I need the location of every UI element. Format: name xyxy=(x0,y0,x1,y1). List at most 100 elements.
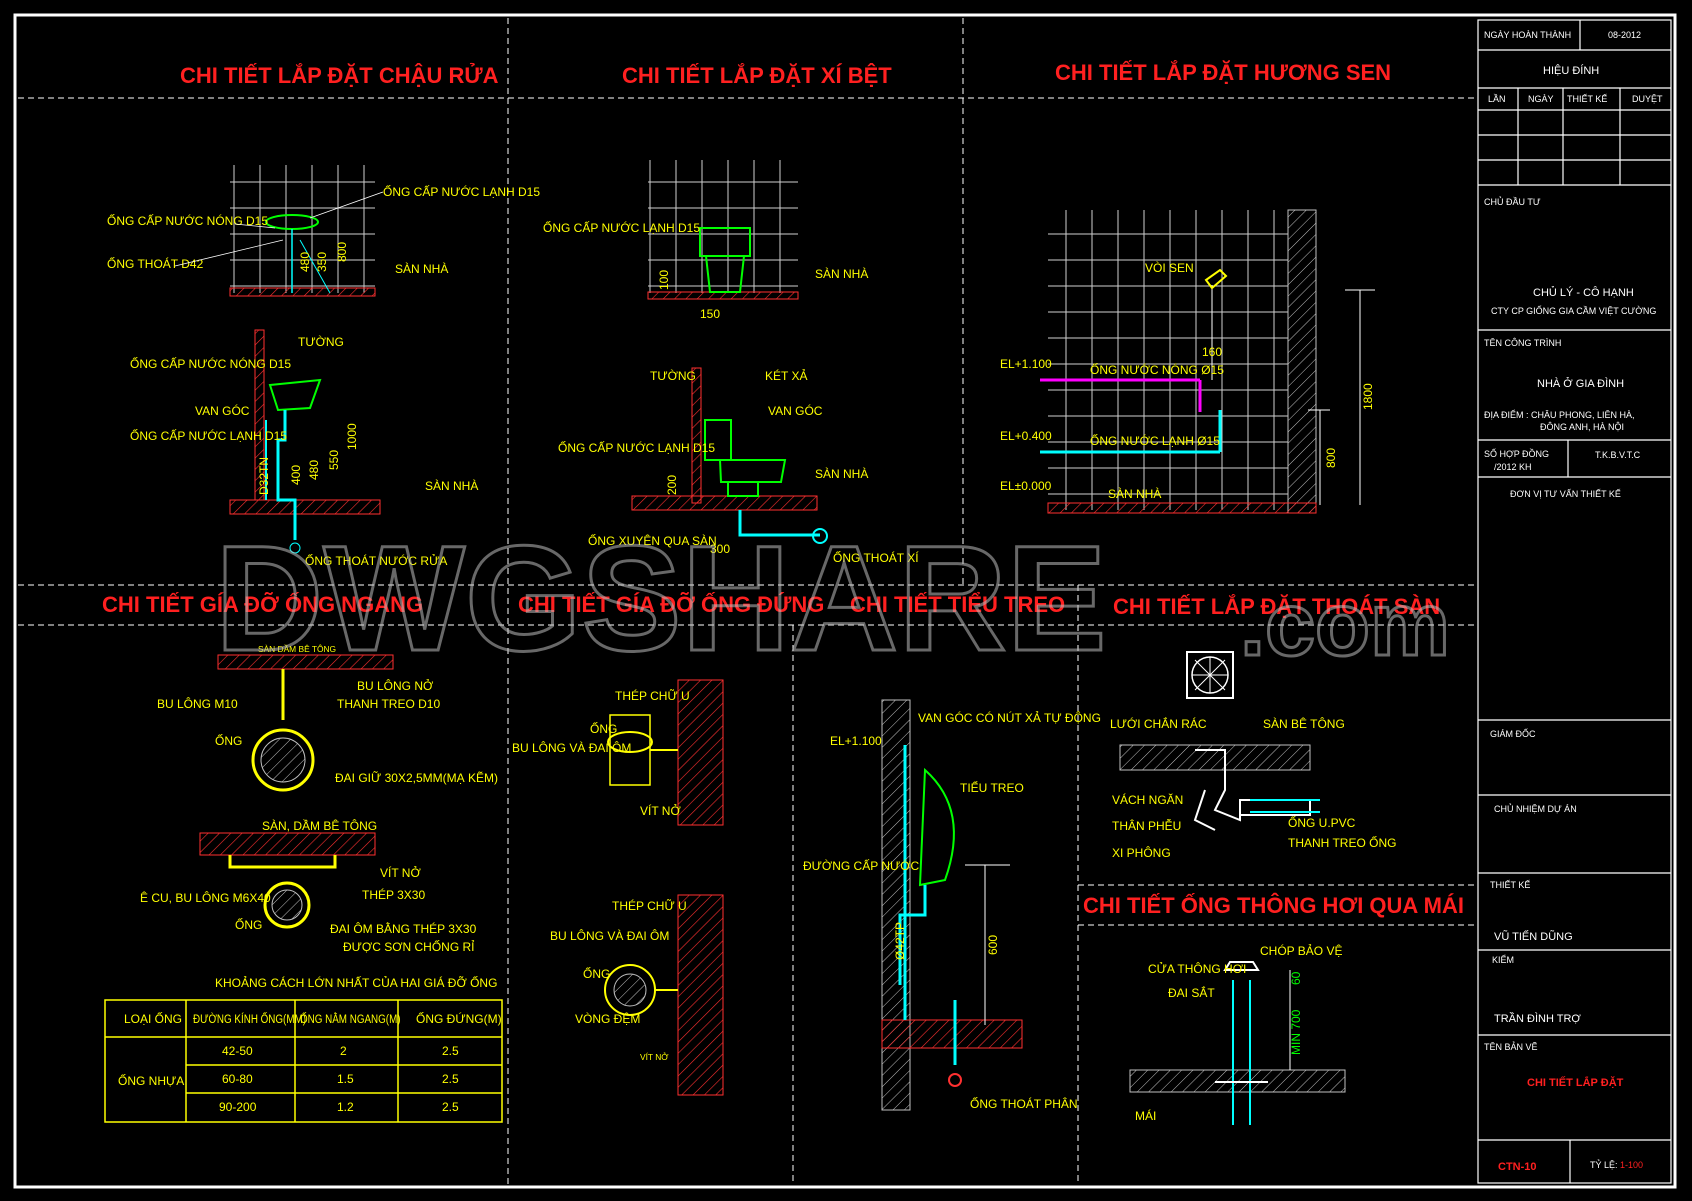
drain-trap-label: XI PHÔNG xyxy=(1112,845,1171,860)
vert-screw-label: VÍT NỞ xyxy=(640,803,681,818)
tb-project-name: NHÀ Ở GIA ĐÌNH xyxy=(1537,377,1624,390)
sheet-border xyxy=(13,13,1677,1189)
vert-u-steel2-label: THÉP CHỮ U xyxy=(612,898,687,913)
vert-screw2-label: VÍT NỞ xyxy=(640,1051,668,1062)
vert-support-drawing-1 xyxy=(607,679,724,826)
shower-dim-160: 160 xyxy=(1202,345,1222,359)
shower-head-label: VÒI SEN xyxy=(1145,260,1194,275)
horiz-pipe-label: ỐNG xyxy=(215,733,242,748)
vert-support-drawing-2 xyxy=(604,894,724,1096)
spacing-table-r1-diam: 42-50 xyxy=(222,1044,253,1058)
spacing-table-header-diameter: ĐƯỜNG KÍNH ỐNG(MM) xyxy=(193,1011,306,1026)
spacing-table-header-vertical: ỐNG ĐỨNG(M) xyxy=(416,1011,502,1026)
horiz-slab-label: SÀN DẦM BÊ TÔNG xyxy=(258,644,336,654)
spacing-table-type: ỐNG NHỰA xyxy=(118,1073,184,1088)
spacing-table-r3-h: 1.2 xyxy=(337,1100,354,1114)
horiz-support-drawing-1 xyxy=(217,654,394,792)
title-vent: CHI TIẾT ỐNG THÔNG HƠI QUA MÁI xyxy=(1083,892,1464,918)
sink-leader-3 xyxy=(309,191,384,219)
tb-contract-1: SỐ HỢP ĐỒNG xyxy=(1484,448,1549,459)
tb-scale-label: TỶ LỆ: xyxy=(1590,1159,1618,1170)
sink-leader-1 xyxy=(234,223,276,229)
horiz-rod-label: THANH TREO D10 xyxy=(337,697,440,711)
tb-director: GIÁM ĐỐC xyxy=(1490,728,1536,739)
spacing-table-r2-diam: 60-80 xyxy=(222,1072,253,1086)
title-vertical-support: CHI TIẾT GÍA ĐỠ ỐNG ĐỨNG xyxy=(518,591,824,617)
sink-dim-1000: 1000 xyxy=(345,423,359,450)
title-toilet: CHI TIẾT LẮP ĐẶT XÍ BỆT xyxy=(622,63,892,88)
tb-consultant: ĐƠN VỊ TƯ VẤN THIẾT KẾ xyxy=(1510,489,1621,499)
sink-floor-label: SÀN NHÀ xyxy=(395,261,448,276)
sink-valve-label: VAN GÓC xyxy=(195,403,250,418)
toilet-cold-pipe2-label: ỐNG CẤP NƯỚC LẠNH D15 xyxy=(558,440,715,455)
spacing-table-header-horizontal: ỐNG NẰM NGANG(M) xyxy=(300,1011,401,1026)
vent-cap-label: CHÓP BẢO VỆ xyxy=(1260,943,1342,958)
vent-roof-label: MÁI xyxy=(1135,1108,1156,1123)
horiz-band-label: ĐAI ÔM BẰNG THÉP 3X30 xyxy=(330,921,477,936)
shower-dim-1800: 1800 xyxy=(1361,383,1375,410)
drain-funnel-label: THÂN PHỄU xyxy=(1112,818,1181,833)
sink-drain2-label: ỐNG THOÁT NƯỚC RỬA xyxy=(305,553,447,568)
urinal-supply-label: ĐƯỜNG CẤP NƯỚC xyxy=(803,858,920,873)
toilet-section xyxy=(631,367,828,544)
horiz-support-drawing-2 xyxy=(199,832,376,929)
spacing-table-r2-v: 2.5 xyxy=(442,1072,459,1086)
tb-pm: CHỦ NHIỆM DỰ ÁN xyxy=(1494,803,1577,814)
shower-el1-label: EL+1.100 xyxy=(1000,357,1052,371)
sink-dim-d32: D32TN xyxy=(257,457,271,495)
shower-cold-label: ỐNG NƯỚC LẠNH Ø15 xyxy=(1090,433,1220,448)
title-urinal: CHI TIẾT TIỂU TREO xyxy=(850,592,1065,617)
toilet-drain-label: ỐNG THOÁT XÍ xyxy=(833,550,919,565)
sink-section xyxy=(229,329,381,554)
urinal-drain-label: ỐNG THOÁT PHÂN xyxy=(970,1096,1078,1111)
tb-rev-col-time: LẦN xyxy=(1488,94,1506,104)
horiz-screw-label: VÍT NỞ xyxy=(380,865,421,880)
sink-hot-pipe2-label: ỐNG CẤP NƯỚC NÓNG D15 xyxy=(130,356,291,371)
toilet-wall-label: TƯỜNG xyxy=(650,368,696,383)
horiz-bolt-nut-label: BU LÔNG NỞ xyxy=(357,678,434,693)
watermark-main: DWGSHARE xyxy=(215,514,1107,682)
shower-el2-label: EL+0.400 xyxy=(1000,429,1052,443)
tb-location-1: ĐỊA ĐIỂM : CHÂU PHONG, LIÊN HÀ, xyxy=(1484,409,1635,420)
toilet-cold-pipe-label: ỐNG CẤP NƯỚC LẠNH D15 xyxy=(543,220,700,235)
vent-dim2-label: 60 xyxy=(1289,971,1303,985)
section-dividers xyxy=(18,18,1475,1185)
vert-u-steel-label: THÉP CHỮ U xyxy=(615,688,690,703)
tb-owner-name: CHỦ LÝ - CÔ HẠNH xyxy=(1533,286,1634,299)
tb-phase: T.K.B.V.T.C xyxy=(1595,450,1641,460)
sink-dim-800: 800 xyxy=(335,242,349,262)
tb-location-2: ĐÔNG ANH, HÀ NỘI xyxy=(1540,422,1624,432)
tb-designer-label: THIẾT KẾ xyxy=(1490,880,1530,890)
sink-floor2-label: SÀN NHÀ xyxy=(425,478,478,493)
drain-grate-label: LƯỚI CHẮN RÁC xyxy=(1110,716,1207,731)
vent-drawing xyxy=(1129,961,1346,1125)
sink-drain-label: ỐNG THOÁT D42 xyxy=(107,256,204,271)
title-sink: CHI TIẾT LẮP ĐẶT CHẬU RỬA xyxy=(180,63,499,88)
horiz-steel-label: THÉP 3X30 xyxy=(362,887,425,902)
spacing-table-r3-v: 2.5 xyxy=(442,1100,459,1114)
toilet-sleeve-label: ỐNG XUYÊN QUA SÀN xyxy=(588,533,717,548)
toilet-floor2-label: SÀN NHÀ xyxy=(815,466,868,481)
tb-contract-2: /2012 KH xyxy=(1494,462,1532,472)
urinal-el-label: EL+1.100 xyxy=(830,734,882,748)
toilet-elevation xyxy=(647,160,799,300)
tb-checker-label: KIỂM xyxy=(1492,954,1514,965)
shower-hot-label: ỐNG NƯỚC NÓNG Ø15 xyxy=(1090,362,1224,377)
shower-el3-label: EL±0.000 xyxy=(1000,479,1052,493)
vert-ring-label: VÒNG ĐỆM xyxy=(575,1011,640,1026)
title-shower: CHI TIẾT LẮP ĐẶT HƯƠNG SEN xyxy=(1055,60,1391,85)
horiz-bolt-m10-label: BU LÔNG M10 xyxy=(157,696,238,711)
tb-drawing-label: TÊN BẢN VẼ xyxy=(1484,1041,1538,1052)
urinal-drawing xyxy=(881,699,1023,1111)
tb-rev-col-approve: DUYỆT xyxy=(1632,94,1663,104)
tb-drawing-name: CHI TIẾT LẮP ĐẶT xyxy=(1527,1076,1624,1089)
vent-dim-label: MIN 700 xyxy=(1289,1009,1303,1055)
tb-rev-col-date: NGÀY xyxy=(1528,94,1554,104)
horiz-paint-label: ĐƯỢC SƠN CHỐNG RỈ xyxy=(343,939,475,954)
tb-rev-col-design: THIẾT KẾ xyxy=(1567,94,1607,104)
horiz-slab2-label: SÀN, DẦM BÊ TÔNG xyxy=(262,818,377,833)
floor-drain-drawing xyxy=(1119,651,1320,831)
sink-hot-pipe-label: ỐNG CẤP NƯỚC NÓNG D15 xyxy=(107,213,268,228)
shower-dim-800: 800 xyxy=(1324,448,1338,468)
